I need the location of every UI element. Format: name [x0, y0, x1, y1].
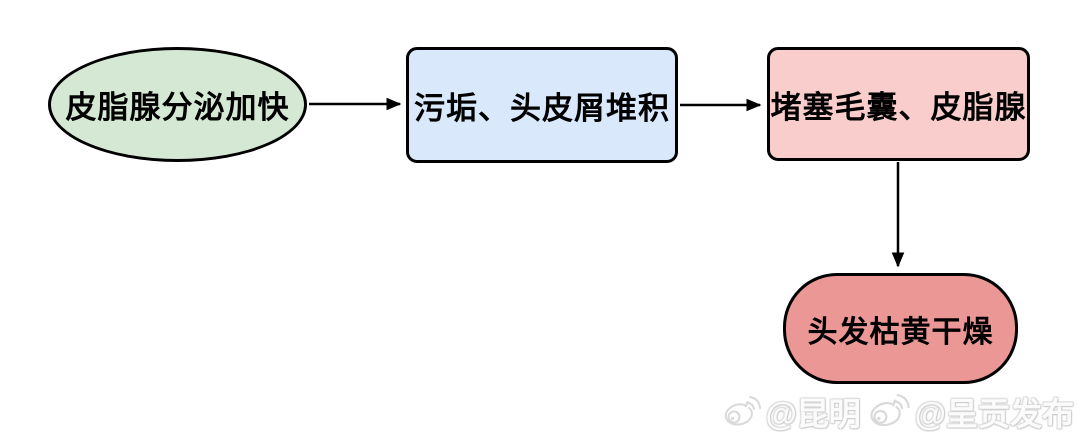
weibo-logo-icon: [870, 394, 910, 427]
node-label: 污垢、头皮屑堆积: [414, 90, 670, 126]
watermark-handle: @呈贡发布: [914, 396, 1074, 432]
node-label: 堵塞毛囊、皮脂腺: [770, 89, 1027, 125]
node-label: 皮脂腺分泌加快: [65, 90, 290, 125]
node-sebaceous-secretion: 皮脂腺分泌加快: [48, 47, 307, 162]
node-dry-yellow-hair: 头发枯黄干燥: [783, 273, 1018, 384]
watermark: @昆明 @呈贡发布: [721, 389, 1074, 435]
node-label: 头发枯黄干燥: [807, 315, 994, 349]
watermark-handle: @昆明: [765, 396, 861, 432]
weibo-logo-icon: [724, 395, 761, 425]
node-dirt-dandruff-buildup: 污垢、头皮屑堆积: [406, 47, 678, 163]
node-clogged-follicles: 堵塞毛囊、皮脂腺: [767, 47, 1030, 161]
